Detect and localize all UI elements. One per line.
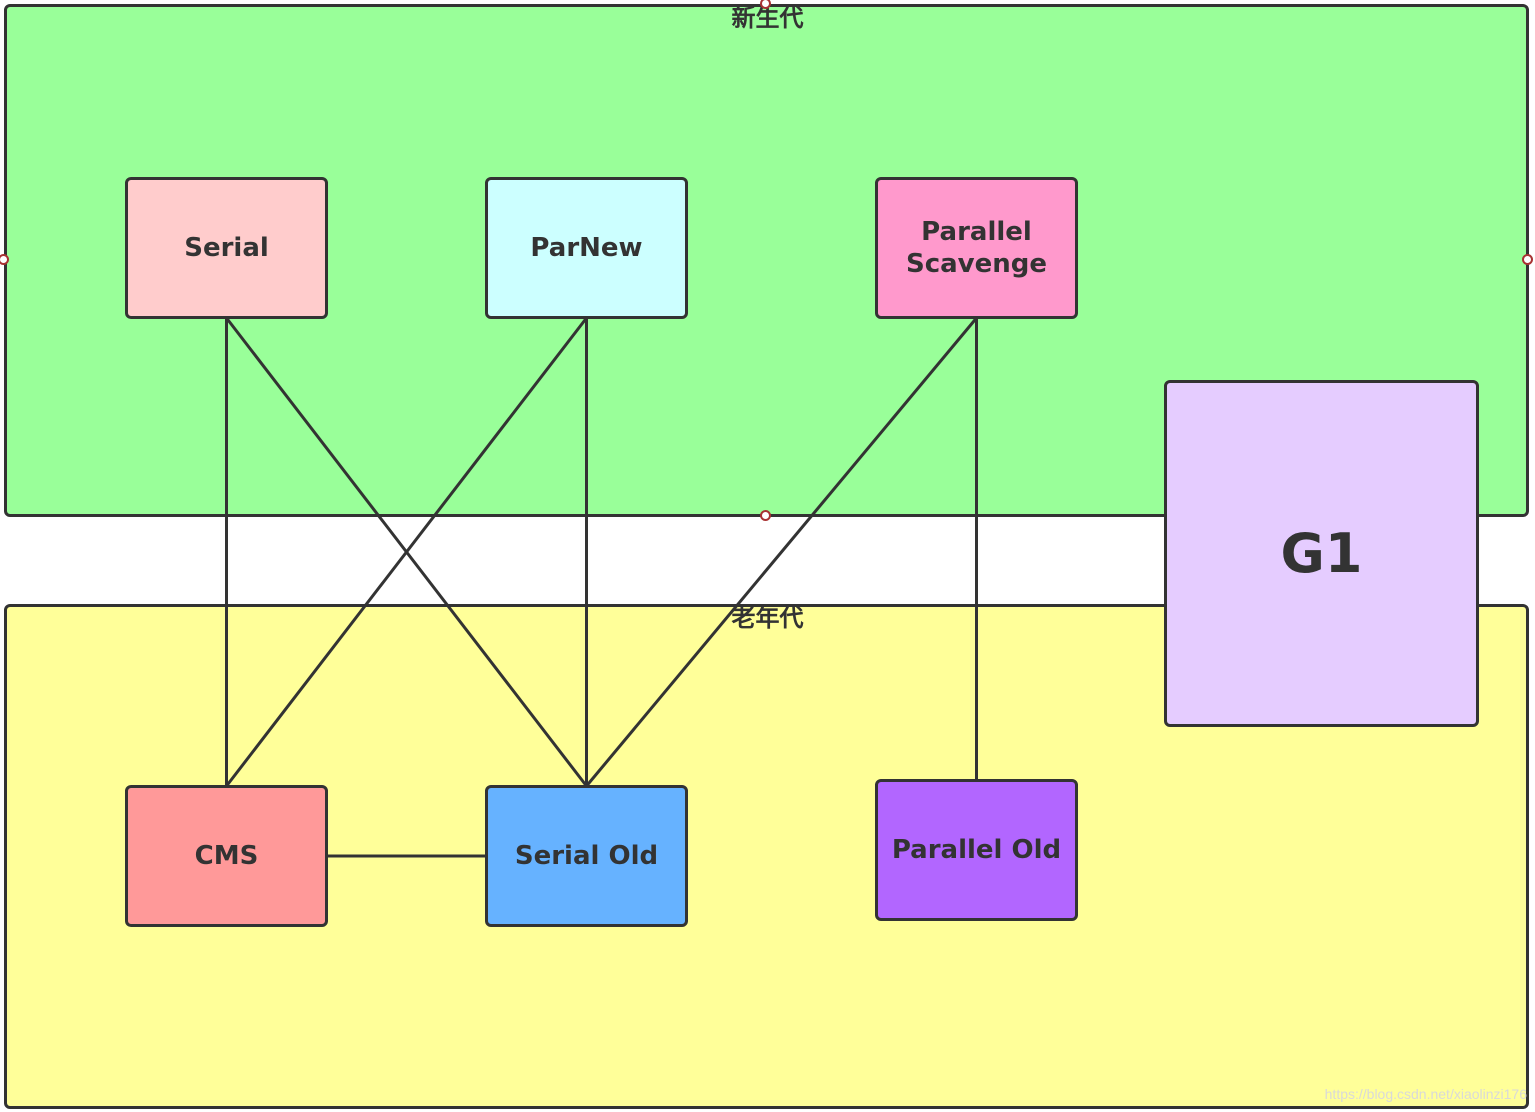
parnew-collector-node[interactable]: ParNew bbox=[485, 177, 688, 319]
g1-label: G1 bbox=[1280, 521, 1363, 585]
old-generation-title: 老年代 bbox=[731, 604, 804, 632]
cms-label: CMS bbox=[194, 841, 259, 871]
parallel-old-collector-node[interactable]: Parallel Old bbox=[875, 779, 1078, 921]
serial-old-label: Serial Old bbox=[514, 841, 659, 871]
young-region-right-handle[interactable] bbox=[1522, 254, 1533, 265]
connection-parallel-scavenge-serial-old bbox=[585, 317, 978, 787]
connection-parnew-cms bbox=[225, 317, 588, 787]
cms-collector-node[interactable]: CMS bbox=[125, 785, 328, 927]
serial-old-collector-node[interactable]: Serial Old bbox=[485, 785, 688, 927]
young-region-top-handle[interactable] bbox=[760, 0, 771, 9]
parallel-scavenge-collector-node[interactable]: Parallel Scavenge bbox=[875, 177, 1078, 319]
serial-label: Serial bbox=[184, 233, 269, 263]
parallel-scavenge-label: Parallel Scavenge bbox=[905, 217, 1048, 279]
g1-collector-node[interactable]: G1 bbox=[1164, 380, 1479, 727]
young-region-left-handle[interactable] bbox=[0, 254, 9, 265]
young-region-bottom-handle[interactable] bbox=[760, 510, 771, 521]
young-generation-title: 新生代 bbox=[731, 4, 804, 32]
watermark-text: https://blog.csdn.net/xiaolinzi176 bbox=[1324, 1086, 1527, 1102]
parallel-old-label: Parallel Old bbox=[891, 835, 1062, 865]
serial-collector-node[interactable]: Serial bbox=[125, 177, 328, 319]
parnew-label: ParNew bbox=[530, 233, 643, 263]
